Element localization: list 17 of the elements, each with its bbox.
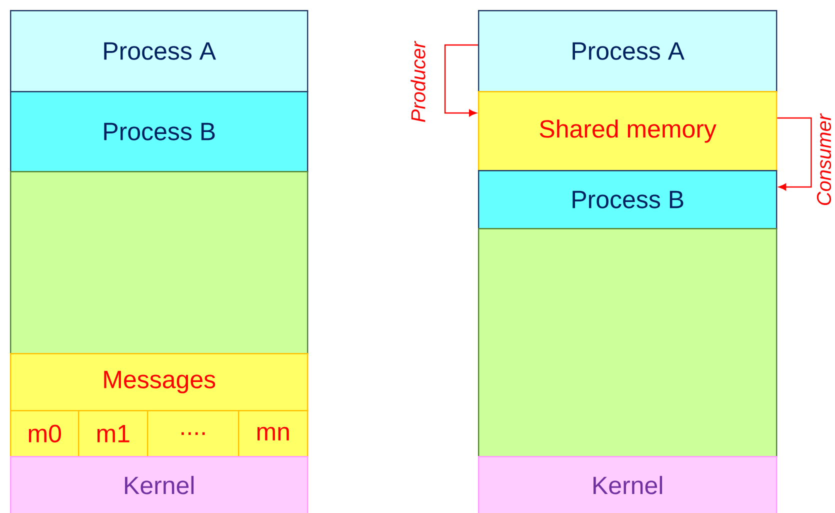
message-cell: m1 (78, 410, 148, 458)
message-cell: m0 (10, 410, 80, 458)
process-block: Process B (478, 170, 778, 230)
message-cell: .... (147, 410, 240, 458)
free-memory-block (478, 228, 778, 458)
edge-label: Producer (410, 40, 426, 124)
shared-memory-block: Shared memory (478, 91, 778, 172)
arrow (444, 44, 478, 116)
process-block: Process B (10, 91, 308, 172)
edge-label: Consumer (816, 112, 832, 208)
arrow (777, 117, 812, 190)
process-block: Process A (10, 10, 308, 92)
kernel-block: Kernel (478, 456, 778, 513)
message-cell: mn (238, 410, 308, 458)
process-block: Process A (478, 10, 778, 92)
free-memory-block (10, 171, 308, 354)
kernel-block: Kernel (10, 456, 308, 513)
